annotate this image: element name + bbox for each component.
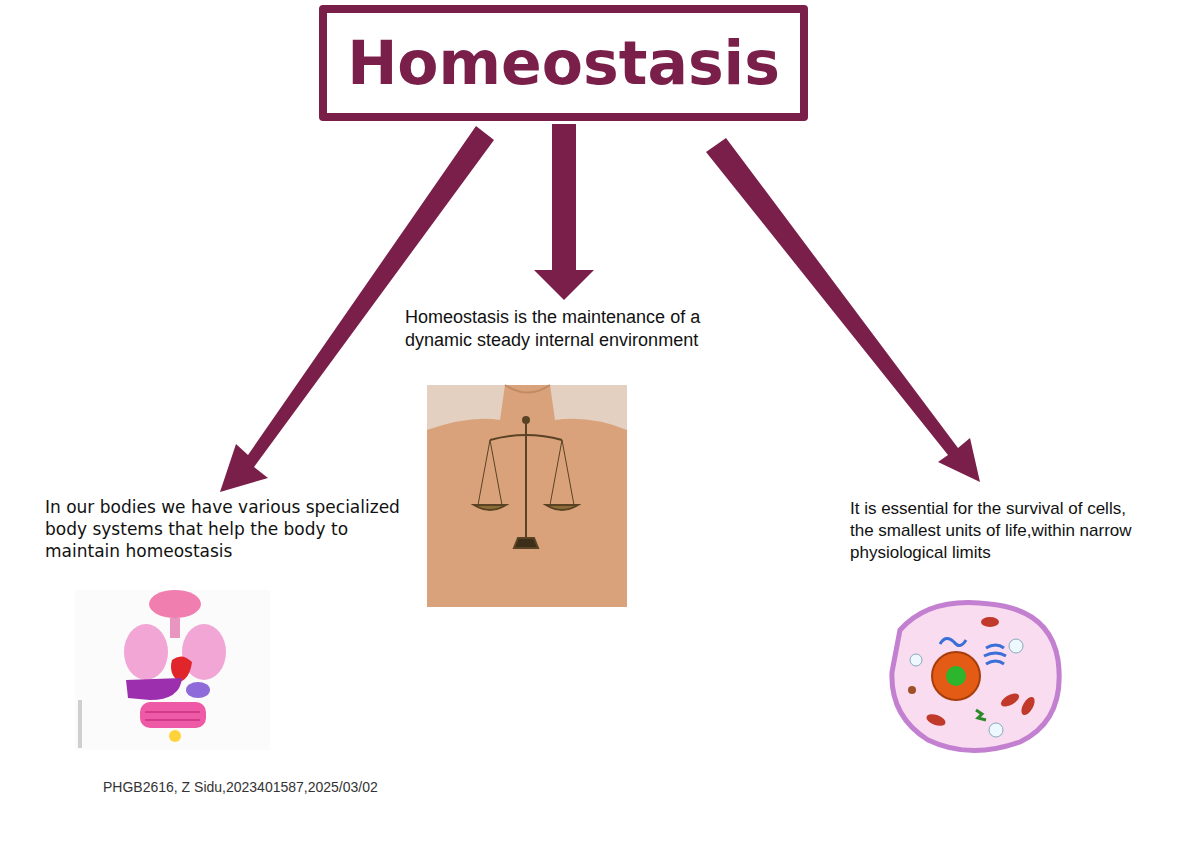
organs-picture	[75, 590, 270, 750]
systems-text: In our bodies we have various specialize…	[45, 496, 425, 562]
body-scale-picture	[427, 385, 627, 607]
definition-text: Homeostasis is the maintenance of a dyna…	[405, 306, 705, 353]
title-box: Homeostasis	[319, 5, 808, 121]
cell-picture	[892, 602, 1059, 750]
footer-note: PHGB2616, Z Sidu,2023401587,2025/03/02	[103, 778, 523, 796]
title-text: Homeostasis	[347, 27, 780, 99]
cells-text: It is essential for the survival of cell…	[850, 498, 1150, 564]
